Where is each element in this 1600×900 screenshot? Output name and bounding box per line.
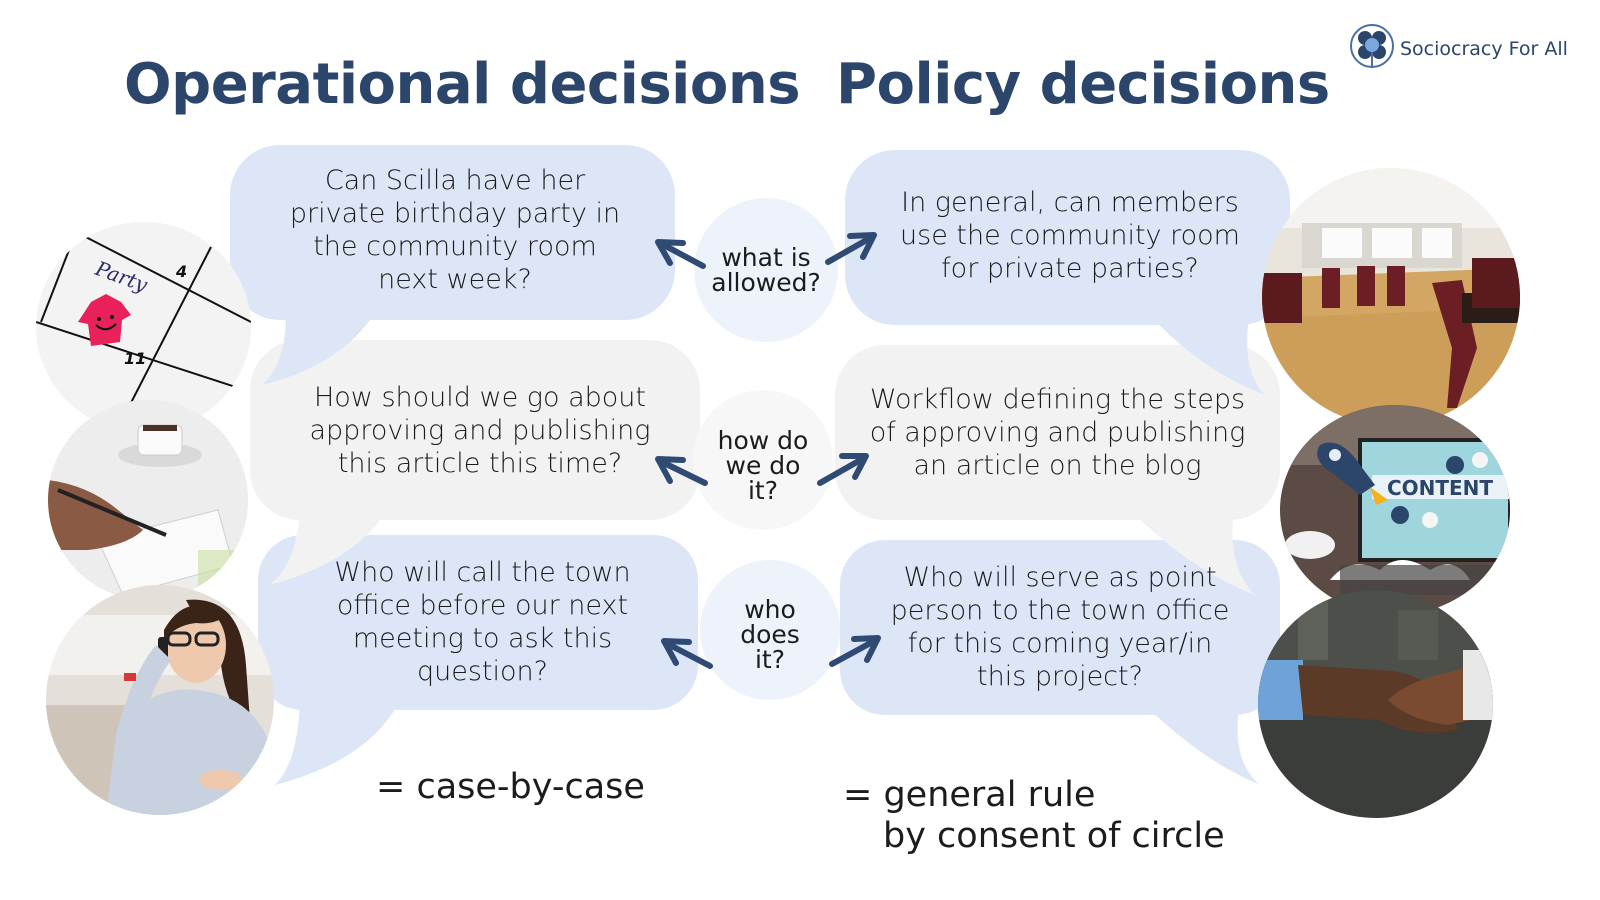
operational-1-line: private birthday party in	[289, 198, 621, 229]
policy-1-line: use the community room	[900, 219, 1240, 251]
operational-bubble-2: How should we go about approving and pub…	[255, 350, 705, 510]
content-word: CONTENT	[1387, 476, 1493, 500]
policy-1-line: for private parties?	[941, 252, 1199, 284]
arrow-left-icon-2	[655, 456, 708, 486]
arrow-left-icon-1	[655, 239, 706, 269]
policy-3-line: this project?	[977, 661, 1143, 692]
policy-3-line: Who will serve as point	[903, 562, 1217, 593]
sociocracy-flower-logo-icon	[1348, 22, 1396, 75]
operational-bubble-1: Can Scilla have her private birthday par…	[240, 150, 670, 310]
policy-3-line: for this coming year/in	[907, 628, 1213, 659]
question-circle-2	[693, 390, 833, 530]
operational-3-line: Who will call the town	[334, 557, 631, 588]
question-line: it?	[754, 645, 786, 674]
policy-2-line: of approving and publishing	[869, 416, 1246, 448]
operational-3-line: office before our next	[336, 590, 629, 621]
footer-general-rule: = general rule	[843, 775, 1096, 815]
question-line: we do	[725, 451, 801, 480]
woman-on-phone-photo	[46, 585, 274, 815]
question-line: does	[740, 620, 800, 649]
question-circle-3	[700, 560, 840, 700]
heading-operational-decisions: Operational decisions	[124, 52, 801, 117]
community-room-photo	[1262, 168, 1520, 426]
arrow-right-icon-2	[817, 453, 869, 486]
policy-2-line: Workflow defining the steps	[869, 383, 1246, 415]
policy-bubble-3-shape	[840, 540, 1280, 785]
calendar-day-top: 4	[175, 262, 187, 281]
question-line: who	[744, 595, 796, 624]
arrow-right-icon-1	[825, 232, 877, 265]
policy-bubble-2: Workflow defining the steps of approving…	[835, 352, 1280, 512]
calendar-day-bottom: 11	[124, 349, 146, 368]
policy-bubble-1-shape	[845, 150, 1290, 395]
operational-2-line: this article this time?	[337, 447, 623, 479]
operational-3-line: meeting to ask this	[352, 623, 613, 654]
content-laptop-photo: CONTENT	[1280, 405, 1510, 615]
arrow-left-icon-3	[661, 638, 713, 669]
operational-bubble-3: Who will call the town office before our…	[260, 542, 705, 702]
writing-notebook-photo	[48, 400, 248, 600]
logo[interactable]: Sociocracy For All	[1348, 22, 1568, 75]
operational-bubble-1-shape	[230, 145, 675, 385]
operational-2-line: How should we go about	[313, 381, 646, 413]
heading-policy-decisions: Policy decisions	[836, 52, 1330, 117]
question-circle-1	[694, 198, 838, 342]
question-line: what is	[721, 243, 811, 272]
operational-2-line: approving and publishing	[309, 414, 651, 446]
operational-1-line: next week?	[378, 264, 532, 295]
logo-text: Sociocracy For All	[1400, 37, 1568, 60]
policy-3-line: person to the town office	[890, 595, 1230, 626]
operational-bubble-2-shape	[250, 340, 700, 585]
question-line: allowed?	[711, 268, 821, 297]
question-line: it?	[747, 476, 779, 505]
arrow-right-icon-3	[829, 635, 881, 667]
handshake-photo	[1258, 590, 1493, 818]
operational-3-line: question?	[417, 656, 548, 687]
policy-bubble-3: Who will serve as point person to the to…	[840, 547, 1280, 707]
question-who-does-it: who does it?	[710, 597, 830, 672]
policy-1-line: In general, can members	[901, 186, 1239, 218]
operational-1-line: Can Scilla have her	[324, 165, 586, 196]
operational-1-line: the community room	[313, 231, 597, 262]
question-line: how do	[717, 426, 809, 455]
policy-bubble-2-shape	[835, 345, 1280, 595]
question-what-is-allowed: what is allowed?	[706, 245, 826, 295]
footer-case-by-case: = case-by-case	[376, 767, 645, 807]
operational-bubble-3-shape	[258, 535, 698, 785]
question-how-do-we-do-it: how do we do it?	[703, 428, 823, 503]
calendar-party-photo: Party 4 11	[36, 222, 251, 432]
footer-by-consent: by consent of circle	[883, 816, 1225, 856]
policy-2-line: an article on the blog	[913, 449, 1202, 481]
policy-bubble-1: In general, can members use the communit…	[855, 155, 1285, 315]
